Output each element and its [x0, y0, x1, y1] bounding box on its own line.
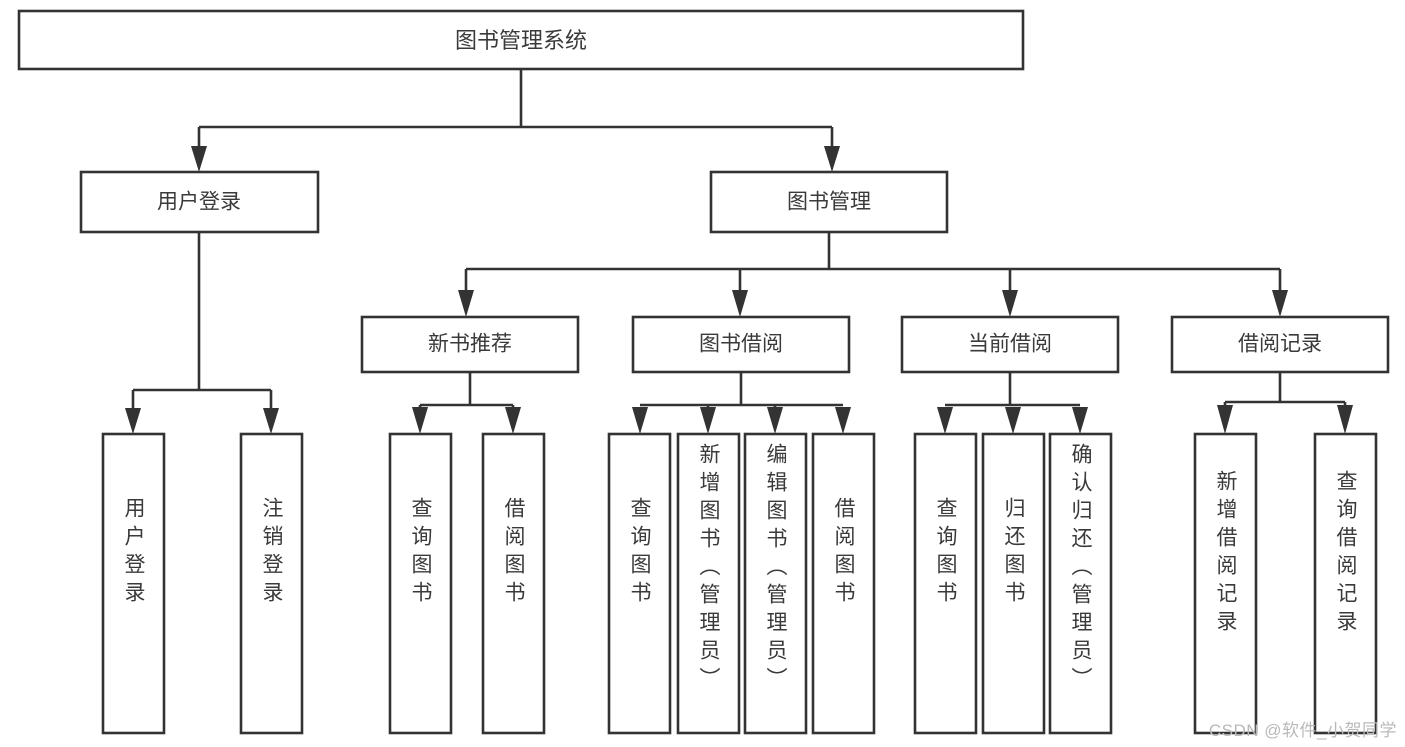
- node-borrow-record[interactable]: 借阅记录: [1170, 315, 1390, 374]
- connector-borrow-record-to-leaves: [1217, 372, 1353, 434]
- leaf-box-query-book-2[interactable]: [607, 432, 672, 735]
- borrow-record-label: 借阅记录: [1238, 333, 1322, 356]
- node-current-borrow[interactable]: 当前借阅: [900, 315, 1120, 374]
- new-book-recommend-box[interactable]: [360, 315, 580, 374]
- new-book-recommend-label: 新书推荐: [428, 333, 512, 356]
- node-new-book-recommend[interactable]: 新书推荐: [360, 315, 580, 374]
- leaf-box-edit-book[interactable]: [743, 432, 808, 735]
- node-book-management[interactable]: 图书管理: [709, 170, 949, 234]
- csdn-watermark: CSDN @软件_小贺同学: [1208, 721, 1397, 740]
- leaf-box-borrow-book-1[interactable]: [481, 432, 546, 735]
- leaf-box-query-borrow-record[interactable]: [1313, 432, 1378, 735]
- leaf-box-user-login[interactable]: [101, 432, 166, 735]
- leaf-box-logout[interactable]: [239, 432, 304, 735]
- connector-book-management-to-level3: [458, 232, 1288, 317]
- node-book-borrow[interactable]: 图书借阅: [631, 315, 851, 374]
- leaf-box-query-book-1[interactable]: [388, 432, 453, 735]
- root-label: 图书管理系统: [455, 28, 587, 53]
- user-login-box[interactable]: [79, 170, 320, 234]
- arrow-to-user-login: [191, 146, 207, 172]
- leaf-box-confirm-return[interactable]: [1048, 432, 1113, 735]
- current-borrow-box[interactable]: [900, 315, 1120, 374]
- connector-new-book-recommend-to-leaves: [412, 372, 521, 434]
- node-user-login[interactable]: 用户登录: [79, 170, 320, 234]
- user-login-label: 用户登录: [157, 191, 241, 214]
- connector-current-borrow-to-leaves: [937, 372, 1088, 434]
- connector-book-borrow-to-leaves: [632, 372, 851, 434]
- leaf-box-add-book[interactable]: [676, 432, 741, 735]
- connector-user-login-to-leaves: [125, 232, 279, 434]
- book-borrow-label: 图书借阅: [699, 333, 783, 356]
- root-box[interactable]: [17, 9, 1025, 71]
- leaf-box-add-borrow-record[interactable]: [1193, 432, 1258, 735]
- node-root[interactable]: 图书管理系统: [17, 9, 1025, 71]
- leaf-box-borrow-book-2[interactable]: [811, 432, 876, 735]
- leaf-box-query-book-3[interactable]: [913, 432, 978, 735]
- current-borrow-label: 当前借阅: [968, 333, 1052, 356]
- book-management-label: 图书管理: [787, 191, 871, 214]
- connector-root-to-level2: [191, 69, 840, 172]
- leaf-box-return-book[interactable]: [981, 432, 1046, 735]
- arrow-to-book-management: [824, 146, 840, 172]
